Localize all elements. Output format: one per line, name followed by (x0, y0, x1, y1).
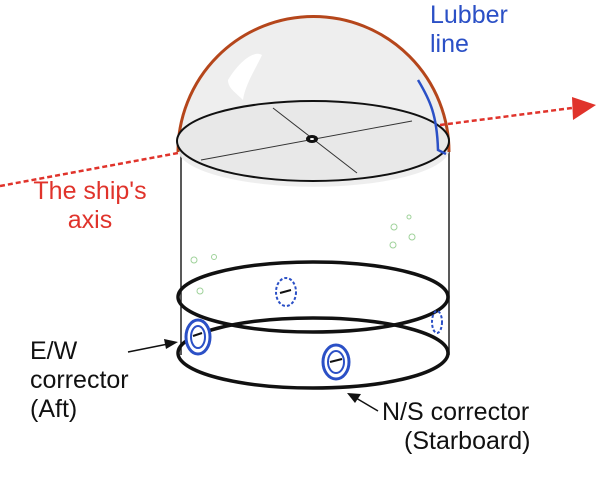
bubbles (190, 214, 416, 295)
ew-pointer (127, 343, 169, 353)
ship-axis-label: The ship's axis (33, 177, 147, 234)
ns-corrector-label: N/S corrector (Starboard) (382, 398, 531, 455)
magnet-back (275, 277, 297, 307)
ns-corrector-magnet (321, 343, 351, 381)
ship-axis-left (0, 151, 179, 188)
magnet-right-hidden (431, 310, 443, 334)
ship-axis-right (439, 106, 573, 127)
dome-rim (176, 15, 451, 153)
lubber-line (416, 79, 447, 156)
dome-highlight (228, 53, 262, 100)
lubber-line-label: Lubber line (430, 1, 508, 58)
upper-ring (176, 260, 450, 334)
ew-corrector-label: E/W corrector (Aft) (30, 337, 129, 423)
lower-ring (176, 316, 450, 390)
ns-pointer (355, 397, 379, 412)
ew-corrector-magnet (184, 318, 212, 356)
ship-axis-arrowhead (572, 97, 596, 120)
